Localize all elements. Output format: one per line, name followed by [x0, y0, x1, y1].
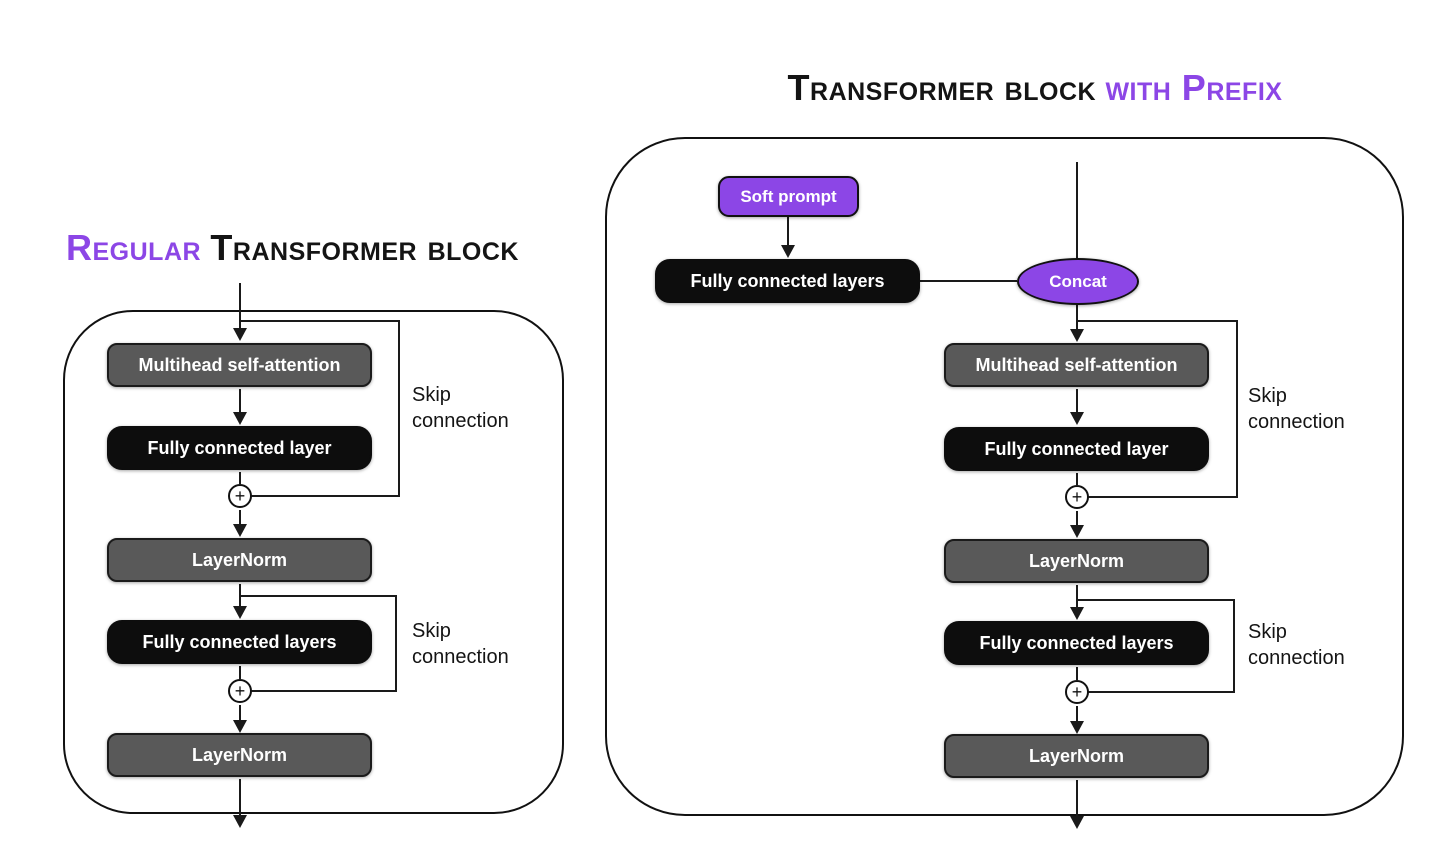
skip-label-line1: Skip	[412, 620, 451, 642]
exit-arrowhead-left	[233, 815, 247, 828]
arrowhead-into-layernorm1-left	[233, 524, 247, 537]
fully-connected-layers-box-left: Fully connected layers	[107, 620, 372, 664]
line-fc-to-add-left	[239, 472, 241, 484]
line-msa-to-fc-left	[239, 389, 241, 412]
skip-label-line1: Skip	[1248, 621, 1287, 643]
skip-label-line1: Skip	[1248, 385, 1287, 407]
fully-connected-layer-box-left: Fully connected layer	[107, 426, 372, 470]
line-fc-to-concat	[920, 280, 1017, 282]
skip-label-line2: connection	[412, 646, 509, 669]
layernorm2-label-left: LayerNorm	[191, 744, 288, 765]
arrowhead-into-fc-right	[1070, 412, 1084, 425]
right-title-rest: Transformer block	[787, 67, 1097, 108]
arrowhead-into-layernorm2-left	[233, 720, 247, 733]
entry-line-left	[239, 283, 241, 329]
skip-connection-label-2-left: Skip connection	[412, 618, 509, 671]
line-layernorm-to-fc2-right	[1076, 585, 1078, 607]
exit-line-left	[239, 779, 241, 816]
line-add-to-layernorm-left	[239, 510, 241, 524]
prefix-transformer-block-container	[605, 137, 1404, 816]
concat-node: Concat	[1017, 258, 1139, 305]
skip-label-line2: connection	[1248, 647, 1345, 670]
fully-connected-layer-label-left: Fully connected layer	[147, 437, 332, 458]
regular-transformer-block-container	[63, 310, 564, 814]
exit-line-right	[1076, 780, 1078, 817]
exit-arrowhead-right	[1070, 816, 1084, 829]
left-title-rest: Transformer block	[210, 227, 519, 268]
line-layernorm-to-fc2-left	[239, 584, 241, 606]
arrowhead-into-multihead-left	[233, 328, 247, 341]
soft-prompt-box: Soft prompt	[718, 176, 859, 217]
skip-connection-label-1-right: Skip connection	[1248, 383, 1345, 436]
skip-connection-path-2-right	[1077, 599, 1235, 693]
skip-label-line1: Skip	[412, 384, 451, 406]
arrowhead-into-fc2-right	[1070, 607, 1084, 620]
arrowhead-into-multihead-right	[1070, 329, 1084, 342]
line-add2-to-layernorm2-left	[239, 705, 241, 720]
concat-label: Concat	[1049, 271, 1107, 291]
line-fc2-to-add2-right	[1076, 667, 1078, 680]
arrowhead-into-fc-prefix	[781, 245, 795, 258]
fully-connected-layers-label-left: Fully connected layers	[142, 631, 337, 652]
soft-prompt-label: Soft prompt	[740, 186, 837, 206]
line-softprompt-to-fc-right	[787, 217, 789, 245]
fully-connected-layer-box-right: Fully connected layer	[944, 427, 1209, 471]
layernorm1-label-right: LayerNorm	[1028, 550, 1125, 571]
plus-icon: +	[1071, 487, 1083, 507]
skip-label-line2: connection	[1248, 411, 1345, 434]
fully-connected-layers-label-right: Fully connected layers	[979, 632, 1174, 653]
multihead-label-right: Multihead self-attention	[975, 354, 1178, 375]
fully-connected-layers-box-right: Fully connected layers	[944, 621, 1209, 665]
fully-connected-layers-prefix-box: Fully connected layers	[655, 259, 920, 303]
layernorm2-box-right: LayerNorm	[944, 734, 1209, 778]
line-fc2-to-add2-left	[239, 666, 241, 679]
layernorm2-label-right: LayerNorm	[1028, 745, 1125, 766]
multihead-self-attention-box-right: Multihead self-attention	[944, 343, 1209, 387]
fully-connected-layer-label-right: Fully connected layer	[984, 438, 1169, 459]
right-title-highlight: with Prefix	[1105, 67, 1283, 108]
multihead-self-attention-box-left: Multihead self-attention	[107, 343, 372, 387]
line-concat-to-multihead	[1076, 303, 1078, 330]
plus-icon: +	[1071, 682, 1083, 702]
skip-label-line2: connection	[412, 410, 509, 433]
plus-icon: +	[234, 681, 246, 701]
line-fc-to-add-right	[1076, 473, 1078, 485]
plus-icon: +	[234, 486, 246, 506]
entry-line-right	[1076, 162, 1078, 260]
skip-connection-label-1-left: Skip connection	[412, 382, 509, 435]
add-node-2-left: +	[228, 679, 252, 703]
arrowhead-into-fc-left	[233, 412, 247, 425]
arrowhead-into-layernorm2-right	[1070, 721, 1084, 734]
layernorm2-box-left: LayerNorm	[107, 733, 372, 777]
line-msa-to-fc-right	[1076, 389, 1078, 412]
skip-connection-path-2-left	[240, 595, 397, 692]
skip-connection-path-1-right	[1077, 320, 1238, 498]
skip-connection-path-1-left	[240, 320, 400, 497]
arrowhead-into-fc2-left	[233, 606, 247, 619]
add-node-1-right: +	[1065, 485, 1089, 509]
layernorm1-box-left: LayerNorm	[107, 538, 372, 582]
add-node-2-right: +	[1065, 680, 1089, 704]
multihead-label-left: Multihead self-attention	[138, 354, 341, 375]
fully-connected-layers-prefix-label: Fully connected layers	[690, 270, 885, 291]
layernorm1-label-left: LayerNorm	[191, 549, 288, 570]
left-title-highlight: Regular	[66, 227, 202, 268]
arrowhead-into-layernorm1-right	[1070, 525, 1084, 538]
skip-connection-label-2-right: Skip connection	[1248, 619, 1345, 672]
line-add2-to-layernorm2-right	[1076, 706, 1078, 721]
line-add-to-layernorm-right	[1076, 511, 1078, 525]
layernorm1-box-right: LayerNorm	[944, 539, 1209, 583]
add-node-1-left: +	[228, 484, 252, 508]
